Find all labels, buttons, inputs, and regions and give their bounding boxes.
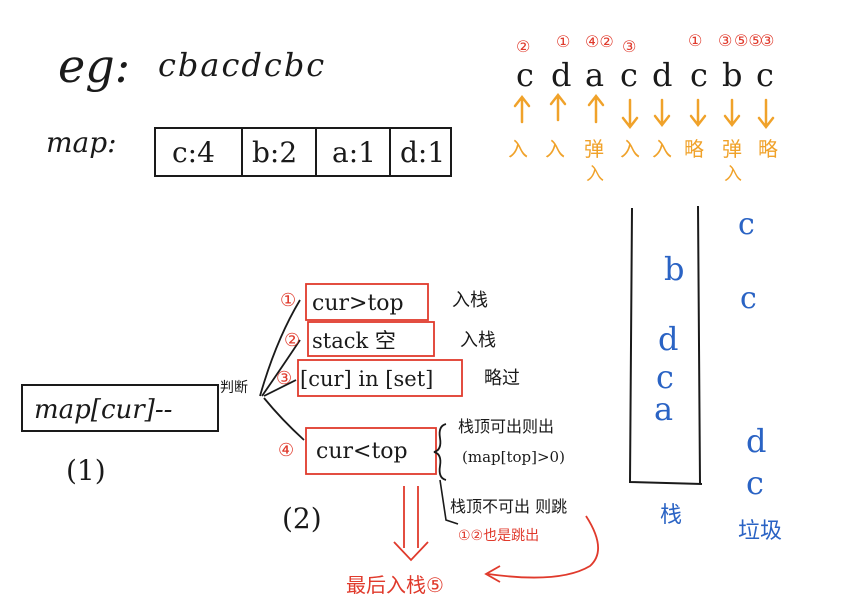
trash-item: d	[746, 422, 766, 460]
trace-letter: b	[722, 56, 742, 94]
arrow-down-icon	[621, 98, 639, 130]
step-2: (2)	[282, 502, 322, 535]
stack: b d c a 栈	[628, 205, 703, 528]
case-number: ②	[284, 330, 300, 351]
root-box	[21, 384, 219, 432]
final-step: 最后入栈⑤	[346, 573, 444, 597]
case-action: 入栈	[452, 290, 488, 311]
trash-label: 垃圾	[738, 519, 782, 544]
arrow-down-icon	[689, 98, 707, 128]
trace-letter: d	[652, 56, 672, 94]
example-string: cbacdcbc	[158, 46, 326, 84]
case-action: 略过	[484, 368, 520, 389]
case-4: ④ cur<top	[278, 427, 437, 475]
step-mark: ⑤⑤	[734, 31, 763, 50]
case-condition: stack 空	[312, 329, 396, 353]
case-box	[305, 283, 429, 321]
map-cell: b:2	[252, 136, 297, 169]
arrow-up-icon	[513, 94, 531, 124]
step-mark: ③	[622, 37, 636, 56]
step-mark: ①	[688, 31, 702, 50]
curved-arrow-icon	[487, 515, 599, 579]
flow-diagram: map[cur]-- (1) 判断 ① cur>top 入栈 ② stack 空…	[21, 283, 599, 597]
jump-note: ①②也是跳出	[458, 528, 539, 544]
branch-line	[439, 479, 459, 525]
trace-letter: c	[690, 56, 708, 94]
trash-item: c	[746, 464, 764, 502]
step-mark: ③	[718, 31, 732, 50]
branch-line	[261, 339, 301, 397]
trash: c c d c 垃圾	[738, 207, 782, 544]
sub-branch-yes: 栈顶可出则出	[458, 417, 554, 436]
trace-action: 入	[508, 137, 528, 161]
sub-branch-yes-cond: (map[top]>0)	[462, 448, 565, 466]
trace-action: 略	[758, 137, 778, 161]
arrow-up-icon	[549, 92, 567, 122]
case-condition: [cur] in [set]	[300, 367, 433, 391]
trace-action: 弹	[584, 137, 604, 161]
trace-action: 弹	[722, 137, 742, 161]
arrow-up-icon	[587, 93, 605, 124]
double-arrow-icon	[393, 541, 429, 562]
case-condition: cur<top	[316, 439, 408, 464]
branch-word: 判断	[220, 380, 248, 396]
map-table: c:4 b:2 a:1 d:1	[154, 127, 452, 177]
case-3: ③ [cur] in [set] 略过	[276, 359, 520, 397]
trace-letter: c	[620, 56, 638, 94]
step-mark: ④②	[585, 32, 614, 51]
map-label: map:	[46, 126, 117, 159]
stack-label: 栈	[660, 503, 682, 528]
branch-line	[259, 299, 301, 397]
trace-action-sub: 入	[586, 164, 604, 185]
stack-item: b	[664, 250, 684, 288]
step-mark: ①	[556, 32, 570, 51]
stack-item: a	[654, 390, 673, 428]
trace-action: 略	[684, 137, 704, 161]
trace-letter: d	[551, 56, 571, 94]
step-mark: ③	[760, 31, 774, 50]
trash-item: c	[738, 207, 755, 242]
case-2: ② stack 空 入栈	[284, 321, 496, 357]
trace-action-sub: 入	[724, 164, 742, 185]
arrow-down-icon	[653, 98, 671, 128]
case-condition: cur>top	[312, 291, 404, 316]
trash-item: c	[740, 281, 757, 316]
trace-letter: c	[756, 56, 774, 94]
trace-action: 入	[620, 137, 640, 161]
map-cell: d:1	[400, 136, 445, 169]
trace-action: 入	[545, 137, 565, 161]
root-step: (1)	[66, 454, 106, 487]
root-expression: map[cur]--	[34, 395, 172, 425]
arrow-down-icon	[757, 98, 775, 130]
arrow-down-icon	[723, 98, 741, 128]
map-cell: c:4	[172, 136, 215, 169]
brace-icon	[433, 423, 447, 481]
stack-item: d	[658, 320, 678, 358]
case-number: ④	[278, 440, 294, 461]
case-1: ① cur>top 入栈	[280, 283, 488, 321]
trace: ② ① ④② ③ ① ③ ⑤⑤ ③ c d a c d c b c 入 入 弹	[508, 31, 778, 185]
example-label: eg:	[58, 39, 130, 93]
case-box	[307, 321, 435, 357]
double-arrow-icon	[403, 486, 419, 548]
case-action: 入栈	[460, 330, 496, 351]
trace-letter: a	[585, 56, 604, 94]
case-box	[297, 359, 463, 397]
branch-line	[263, 397, 305, 441]
stack-outline	[628, 205, 703, 485]
case-number: ③	[276, 368, 292, 389]
step-mark: ②	[516, 37, 530, 56]
arrow-head-icon	[484, 565, 501, 583]
map-table-border	[154, 127, 452, 177]
trace-action: 入	[652, 137, 672, 161]
map-cell: a:1	[332, 136, 376, 169]
case-number: ①	[280, 290, 296, 311]
sub-branch-no: 栈顶不可出 则跳	[450, 497, 567, 516]
stack-item: c	[656, 358, 674, 396]
trace-letter: c	[516, 56, 534, 94]
branch-line	[263, 379, 297, 397]
